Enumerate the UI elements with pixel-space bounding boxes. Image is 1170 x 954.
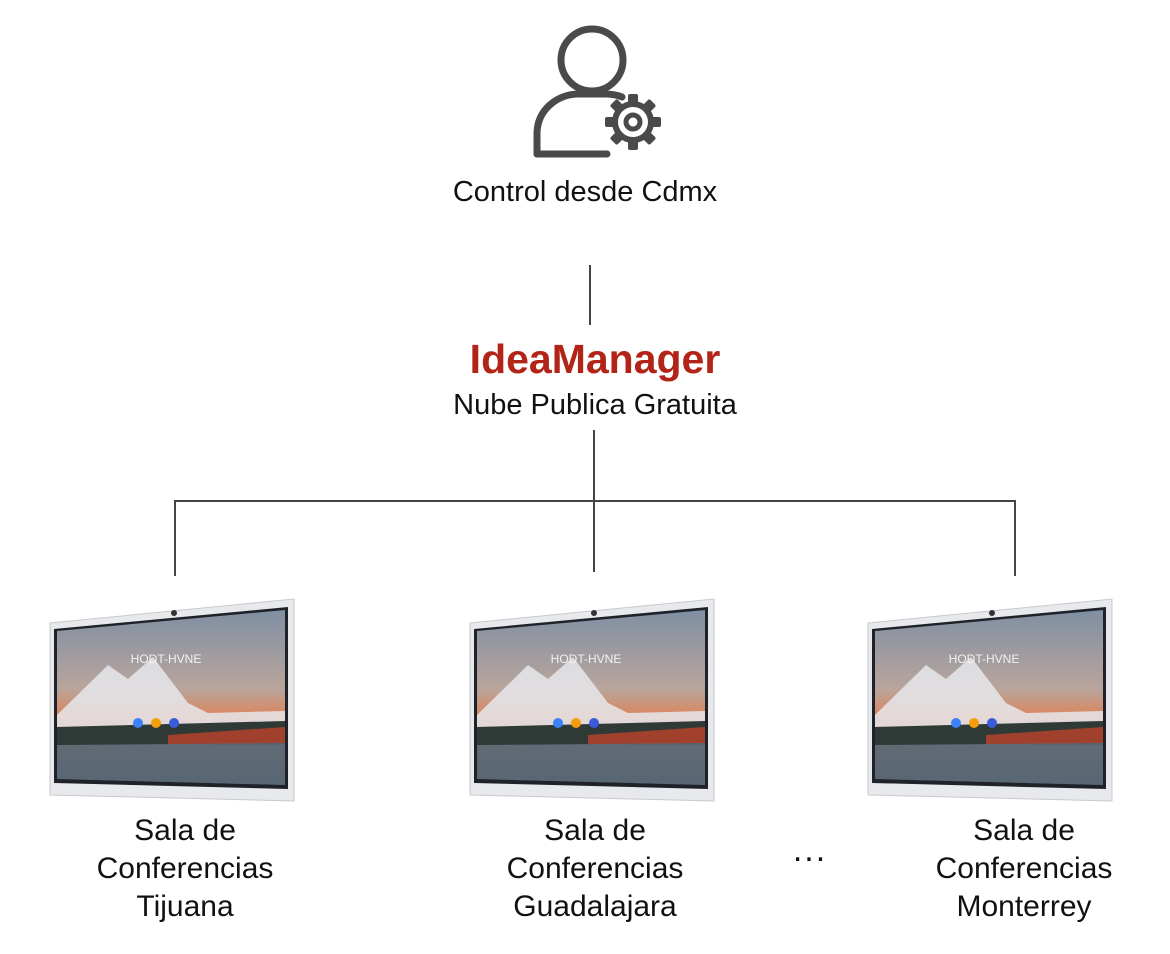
user-gear-icon [527, 22, 667, 162]
cloud-title: IdeaManager [469, 336, 721, 382]
display-screen-text: HODT-HVNE [131, 652, 202, 666]
room-label-line2: Conferencias [935, 852, 1113, 885]
connector-horizontal [174, 500, 1016, 502]
display-screen-text: HODT-HVNE [949, 652, 1020, 666]
display-screen-text: HODT-HVNE [551, 652, 622, 666]
room-label-tijuana: Sala de Conferencias Tijuana [45, 812, 325, 926]
connector-admin-cloud [589, 265, 591, 325]
room-label-line3: Tijuana [136, 890, 234, 923]
cloud-subtitle: Nube Publica Gratuita [453, 389, 737, 421]
connector-monterrey [1014, 500, 1016, 576]
room-label-line2: Conferencias [506, 852, 684, 885]
room-label-line1: Sala de [544, 814, 646, 847]
room-label-line2: Conferencias [96, 852, 274, 885]
display-monterrey: HODT-HVNE [866, 595, 1116, 805]
room-label-guadalajara: Sala de Conferencias Guadalajara [455, 812, 735, 926]
room-label-line3: Guadalajara [513, 890, 677, 923]
display-guadalajara: HODT-HVNE [468, 595, 718, 805]
more-rooms-ellipsis: ... [792, 831, 828, 869]
display-tijuana: HODT-HVNE [48, 595, 298, 805]
room-label-line1: Sala de [134, 814, 236, 847]
room-label-line3: Monterrey [956, 890, 1092, 923]
room-label-monterrey: Sala de Conferencias Monterrey [884, 812, 1164, 926]
room-label-line1: Sala de [973, 814, 1075, 847]
connector-tijuana [174, 500, 176, 576]
admin-label: Control desde Cdmx [452, 176, 718, 208]
